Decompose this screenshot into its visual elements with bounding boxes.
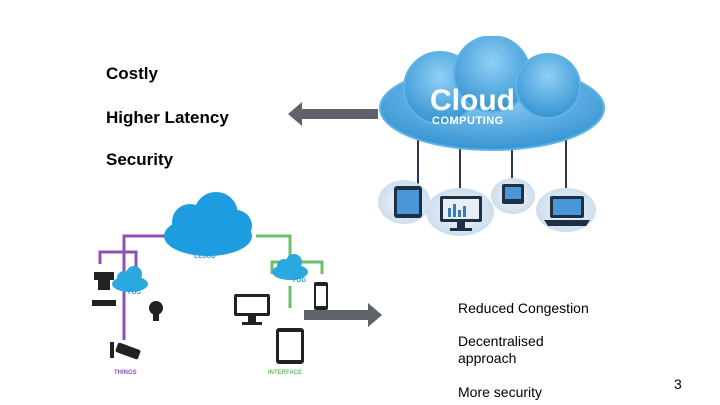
interface-label: INTERFACE: [268, 370, 303, 376]
drawback-latency: Higher Latency: [106, 108, 229, 127]
page-number: 3: [674, 376, 682, 392]
drawback-costly: Costly: [106, 64, 158, 83]
benefit-more-security: More security: [458, 384, 543, 400]
fog-label-left: FOG: [128, 290, 141, 296]
arrow-left-icon: [288, 102, 378, 126]
cloud-logo-subtitle: COMPUTING: [432, 115, 504, 127]
things-label: THINGS: [114, 370, 137, 376]
benefit-reduced-congestion: Reduced Congestion: [458, 300, 589, 316]
cloud-logo-title: Cloud: [430, 84, 515, 117]
fog-computing-diagram: [92, 192, 328, 364]
drawback-security: Security: [106, 150, 174, 169]
fog-label-right: FOG: [293, 278, 306, 284]
benefit-decentralised: Decentralised approach: [458, 333, 544, 366]
arrow-right-icon: [304, 303, 382, 327]
fog-diagram-cloud-label: CLOUD: [194, 254, 216, 260]
cloud-computing-illustration: [378, 36, 605, 236]
